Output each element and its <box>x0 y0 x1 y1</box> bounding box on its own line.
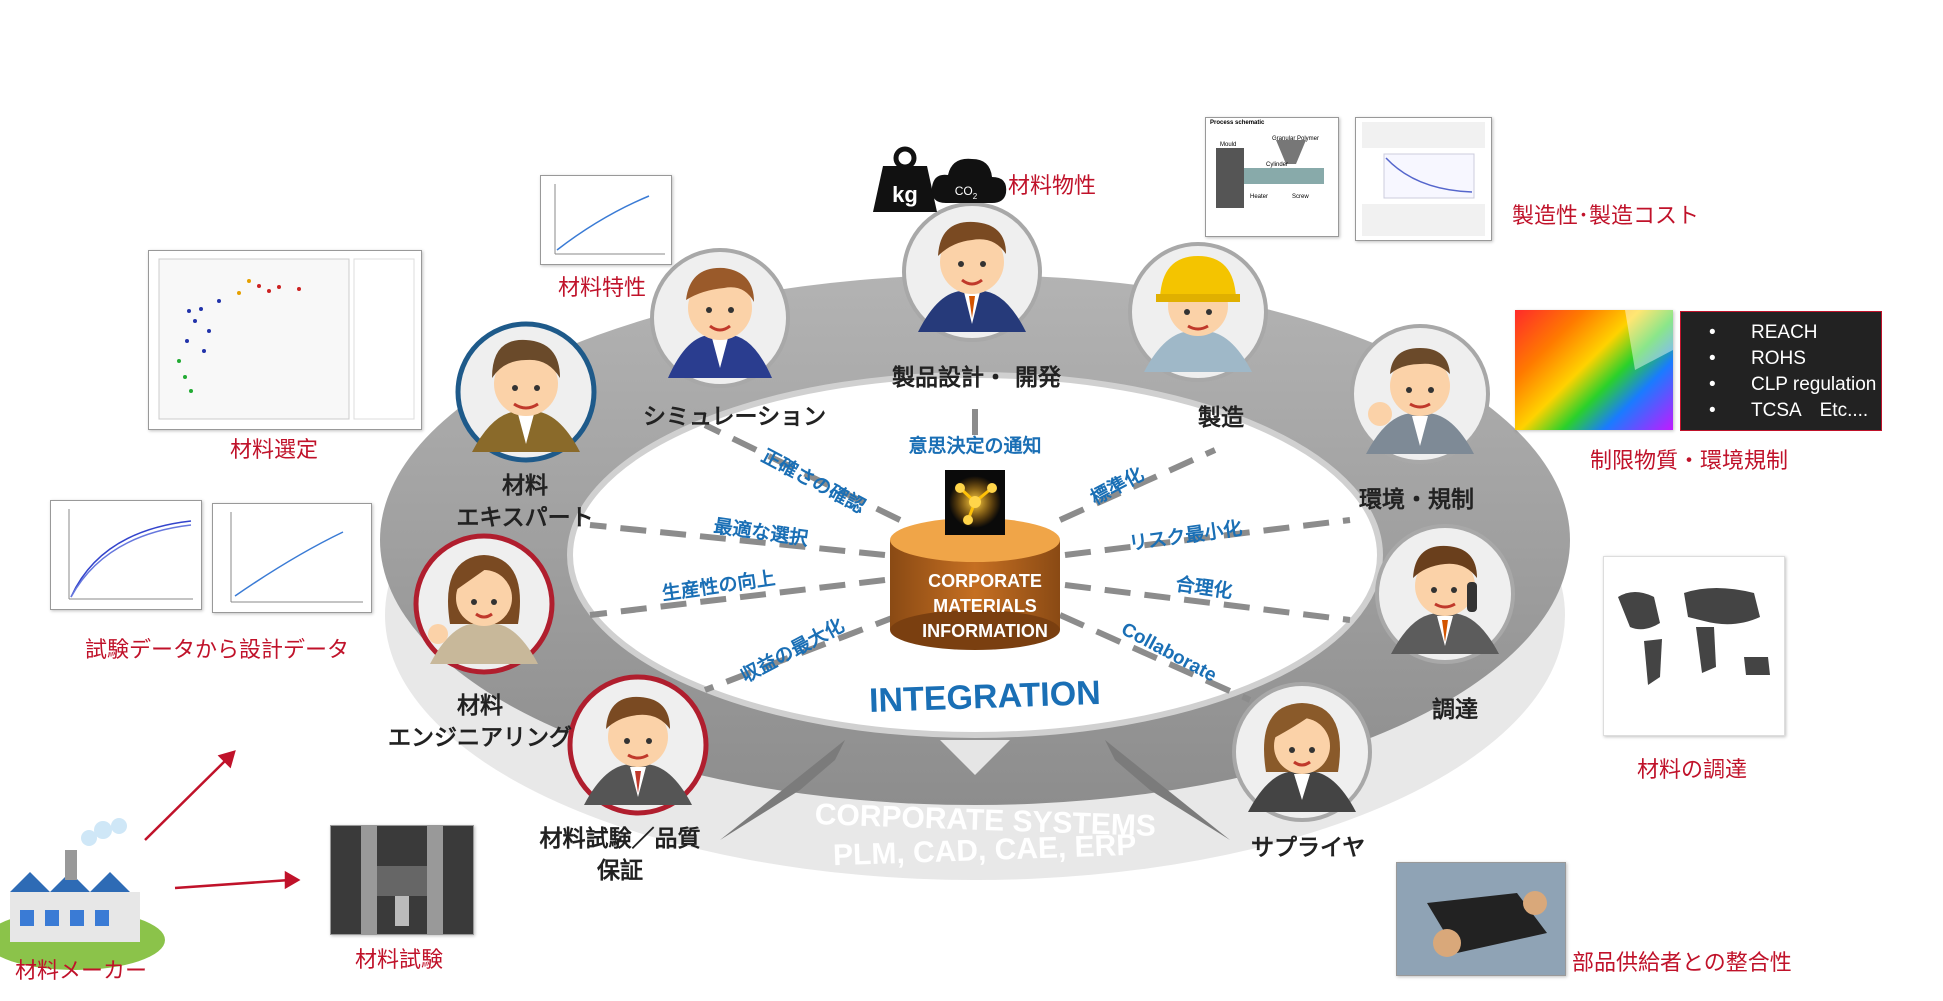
color-pigment-icon <box>1625 310 1673 370</box>
cost-curve-icon <box>1362 122 1485 236</box>
label-material-engineering: 材料 エンジニアリング <box>385 690 575 754</box>
drum-line-1: CORPORATE <box>928 571 1042 591</box>
supplier-alignment-photo <box>1396 862 1566 976</box>
label-material-sourcing: 材料の調達 <box>1637 758 1748 783</box>
test-data-thumb-1 <box>50 500 202 610</box>
regulation-item: ROHS <box>1709 346 1881 372</box>
ring-notch <box>940 740 1010 775</box>
label-material-testing: 材料試験 <box>355 948 444 973</box>
spoke-decision: 意思決定の通知 <box>908 434 1041 457</box>
world-map-icon <box>1618 588 1770 685</box>
label-material-expert-line1: 材料 <box>502 473 548 499</box>
test-curve-icon <box>68 509 193 600</box>
label-product-design: 製品設計・ 開発 <box>892 365 1062 391</box>
avatar-environment <box>1350 324 1490 464</box>
avatar-engineering <box>413 533 555 675</box>
world-map-thumb <box>1603 556 1785 736</box>
left-arrow <box>720 740 845 840</box>
label-testing-qa-line2: 保証 <box>597 858 643 884</box>
label-restricted-substances: 制限物質・環境規制 <box>1590 449 1789 474</box>
heater-label: Heater <box>1250 194 1269 200</box>
flow-arrows <box>144 750 301 890</box>
mould-label: Mould <box>1220 142 1237 148</box>
kg-label: kg <box>892 182 918 207</box>
material-characteristics-chart-thumb <box>540 175 672 265</box>
testing-machine-icon <box>361 826 443 934</box>
right-arrow <box>1105 740 1230 840</box>
co2-label: CO2 <box>955 184 978 201</box>
avatar-simulation <box>650 248 790 388</box>
avatar-procurement <box>1375 524 1515 664</box>
label-material-selection: 材料選定 <box>230 438 319 463</box>
scatter-plot-icon <box>158 258 415 420</box>
label-procurement: 調達 <box>1432 697 1478 723</box>
label-supplier-alignment: 部品供給者との整合性 <box>1572 951 1792 976</box>
avatar-supplier <box>1232 682 1372 822</box>
label-test-to-design: 試験データから設計データ <box>85 638 350 663</box>
process-schematic-thumb: Process schematic Mould Granular Polymer… <box>1205 117 1339 237</box>
granular-label: Granular Polymer <box>1272 136 1320 142</box>
label-material-expert-line2: エキスパート <box>456 505 594 531</box>
label-supplier: サプライヤ <box>1251 835 1366 861</box>
factory-icon <box>0 818 165 970</box>
label-simulation: シミュレーション <box>643 404 827 430</box>
co2-cloud-icon <box>931 158 1007 203</box>
label-material-expert: 材料 エキスパート <box>455 470 595 534</box>
test-data-thumb-2 <box>212 503 372 613</box>
label-material-manufacturer: 材料メーカー <box>15 959 148 984</box>
restricted-substances-photo <box>1515 310 1673 430</box>
cylinder-label: Cylinder <box>1266 162 1289 168</box>
label-manufacturability: 製造性･製造コスト <box>1512 204 1700 229</box>
label-material-properties: 材料物性 <box>1008 174 1097 199</box>
avatar-expert <box>455 321 597 463</box>
label-manufacturing: 製造 <box>1198 405 1244 431</box>
drum-line-2: MATERIALS <box>933 596 1037 616</box>
label-material-engineering-line2: エンジニアリング <box>388 725 572 751</box>
avatar-testing <box>567 674 709 816</box>
material-selection-chart-thumb <box>148 250 422 430</box>
weight-kg-icon <box>873 146 937 212</box>
label-testing-qa-line1: 材料試験／品質 <box>539 826 701 852</box>
spoke-lines <box>589 395 1351 703</box>
inner-rim <box>567 372 1383 738</box>
cost-model-thumb <box>1355 117 1492 241</box>
design-curve-icon <box>230 512 363 603</box>
avatar-manufacturing <box>1128 242 1268 382</box>
label-testing-qa: 材料試験／品質 保証 <box>530 823 710 887</box>
regulations-list: REACH ROHS CLP regulation TCSA Etc.... <box>1680 311 1882 431</box>
avatar-product-design <box>902 202 1042 342</box>
injection-molding-icon <box>1216 140 1324 208</box>
regulation-item: TCSA Etc.... <box>1709 398 1881 424</box>
screw-label: Screw <box>1292 194 1309 200</box>
label-environment: 環境・規制 <box>1359 487 1474 513</box>
process-title: Process schematic <box>1210 120 1265 126</box>
integration-label: INTEGRATION <box>868 674 1101 720</box>
regulation-item: REACH <box>1709 320 1881 346</box>
materials-database-drum <box>890 470 1060 650</box>
part-assembly-icon <box>1427 891 1547 957</box>
regulation-item: CLP regulation <box>1709 372 1881 398</box>
label-material-characteristics: 材料特性 <box>558 276 647 301</box>
drum-line-3: INFORMATION <box>922 621 1048 641</box>
avatars <box>413 202 1515 822</box>
stress-strain-curve-icon <box>554 184 665 255</box>
label-material-engineering-line1: 材料 <box>457 693 503 719</box>
material-testing-photo <box>330 825 474 935</box>
